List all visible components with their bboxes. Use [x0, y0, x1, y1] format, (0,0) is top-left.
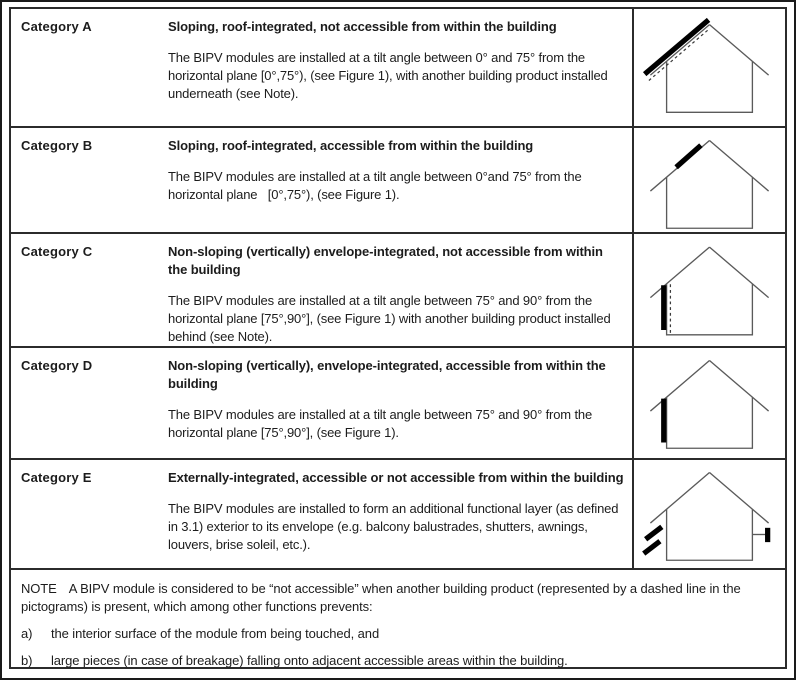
category-d-label: Category D — [21, 358, 93, 373]
note-label: NOTE — [21, 581, 57, 596]
note-item-b-marker: b) — [21, 653, 33, 668]
house-pictogram-category-e — [642, 472, 771, 561]
category-c-description: The BIPV modules are installed at a tilt… — [168, 293, 615, 344]
category-b-pictogram-cell — [632, 128, 785, 232]
house-outline — [649, 472, 770, 561]
note-item-a-text: the interior surface of the module from … — [51, 626, 380, 641]
category-b-description: The BIPV modules are installed at a tilt… — [168, 169, 585, 202]
category-a-description: The BIPV modules are installed at a tilt… — [168, 50, 612, 101]
note-item-b: b) large pieces (in case of breakage) fa… — [21, 652, 773, 670]
note-item-b-text: large pieces (in case of breakage) falli… — [51, 653, 568, 668]
house-pictogram-category-d — [649, 360, 770, 449]
note-item-a: a) the interior surface of the module fr… — [21, 625, 773, 643]
category-c-pictogram-cell — [632, 234, 785, 346]
table-row-category-a: Category A Sloping, roof-integrated, not… — [11, 9, 785, 128]
category-a-pictogram-cell — [632, 9, 785, 126]
table-row-category-c: Category C Non-sloping (vertically) enve… — [11, 234, 785, 348]
louver-module-bar — [644, 524, 664, 542]
bipv-category-table: Category A Sloping, roof-integrated, not… — [9, 7, 787, 669]
category-d-description: The BIPV modules are installed at a tilt… — [168, 407, 596, 440]
louver-module-bar — [642, 539, 662, 556]
category-e-description: The BIPV modules are installed to form a… — [168, 501, 622, 552]
house-outline — [649, 24, 770, 113]
category-b-label: Category B — [21, 138, 93, 153]
category-e-pictogram-cell — [632, 460, 785, 568]
table-row-category-d: Category D Non-sloping (vertically), env… — [11, 348, 785, 460]
category-a-title: Sloping, roof-integrated, not accessible… — [168, 19, 557, 34]
underlay-dashed-line — [648, 29, 708, 82]
house-outline — [649, 246, 770, 336]
pv-module-bar — [642, 17, 711, 77]
house-pictogram-category-a — [642, 17, 770, 113]
house-pictogram-category-b — [649, 140, 770, 229]
note-text: A BIPV module is considered to be “not a… — [21, 581, 741, 614]
category-e-title: Externally-integrated, accessible or not… — [168, 470, 624, 485]
table-row-category-e: Category E Externally-integrated, access… — [11, 460, 785, 570]
category-d-title: Non-sloping (vertically), envelope-integ… — [168, 358, 606, 391]
house-pictogram-category-c — [649, 246, 770, 336]
category-b-title: Sloping, roof-integrated, accessible fro… — [168, 138, 534, 153]
category-e-label: Category E — [21, 470, 92, 485]
note-item-a-marker: a) — [21, 626, 33, 641]
table-row-category-b: Category B Sloping, roof-integrated, acc… — [11, 128, 785, 234]
category-c-label: Category C — [21, 244, 93, 259]
house-outline — [649, 360, 770, 449]
pv-module-bar — [674, 143, 703, 170]
category-a-label: Category A — [21, 19, 92, 34]
house-outline — [649, 140, 770, 229]
category-c-title: Non-sloping (vertically) envelope-integr… — [168, 244, 603, 277]
category-d-pictogram-cell — [632, 348, 785, 458]
